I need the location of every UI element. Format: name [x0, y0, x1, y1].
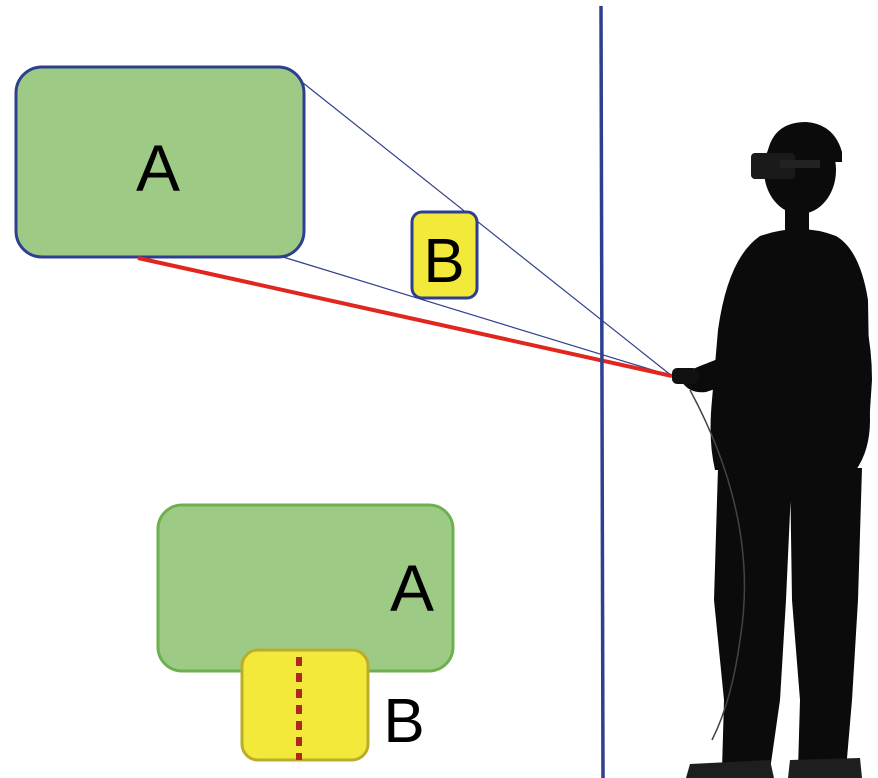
person-right-leg — [790, 468, 862, 770]
top-box-b-label: B — [423, 227, 464, 296]
bottom-box-b — [240, 648, 370, 762]
top-box-a-label: A — [136, 131, 180, 205]
bottom-b-label: B — [383, 687, 424, 756]
frustum-line-bottom — [282, 256, 673, 377]
top-box-b-rect — [410, 210, 479, 300]
top-box-b: B — [410, 210, 479, 300]
vr-headset-strap — [780, 160, 820, 168]
person-shoe — [686, 760, 774, 778]
vr-headset — [751, 153, 795, 179]
controller — [672, 368, 698, 384]
red-selection-ray — [137, 256, 673, 378]
person-back-arm — [846, 270, 872, 440]
top-box-a-rect — [14, 65, 306, 259]
vertical-divider — [599, 5, 605, 778]
person-arm — [682, 290, 778, 393]
bottom-box-a-label: A — [390, 551, 434, 625]
person-torso — [710, 229, 870, 470]
top-box-a: A — [14, 65, 306, 259]
person-shoe-right — [788, 758, 862, 778]
bottom-box-b-rect — [240, 648, 370, 762]
person-cap — [768, 122, 842, 162]
controller-cable — [689, 389, 746, 741]
bottom-box-a: A — [156, 503, 455, 673]
person-with-vr-headset-and-controller-icon — [672, 122, 872, 778]
person-left-leg — [714, 468, 792, 770]
